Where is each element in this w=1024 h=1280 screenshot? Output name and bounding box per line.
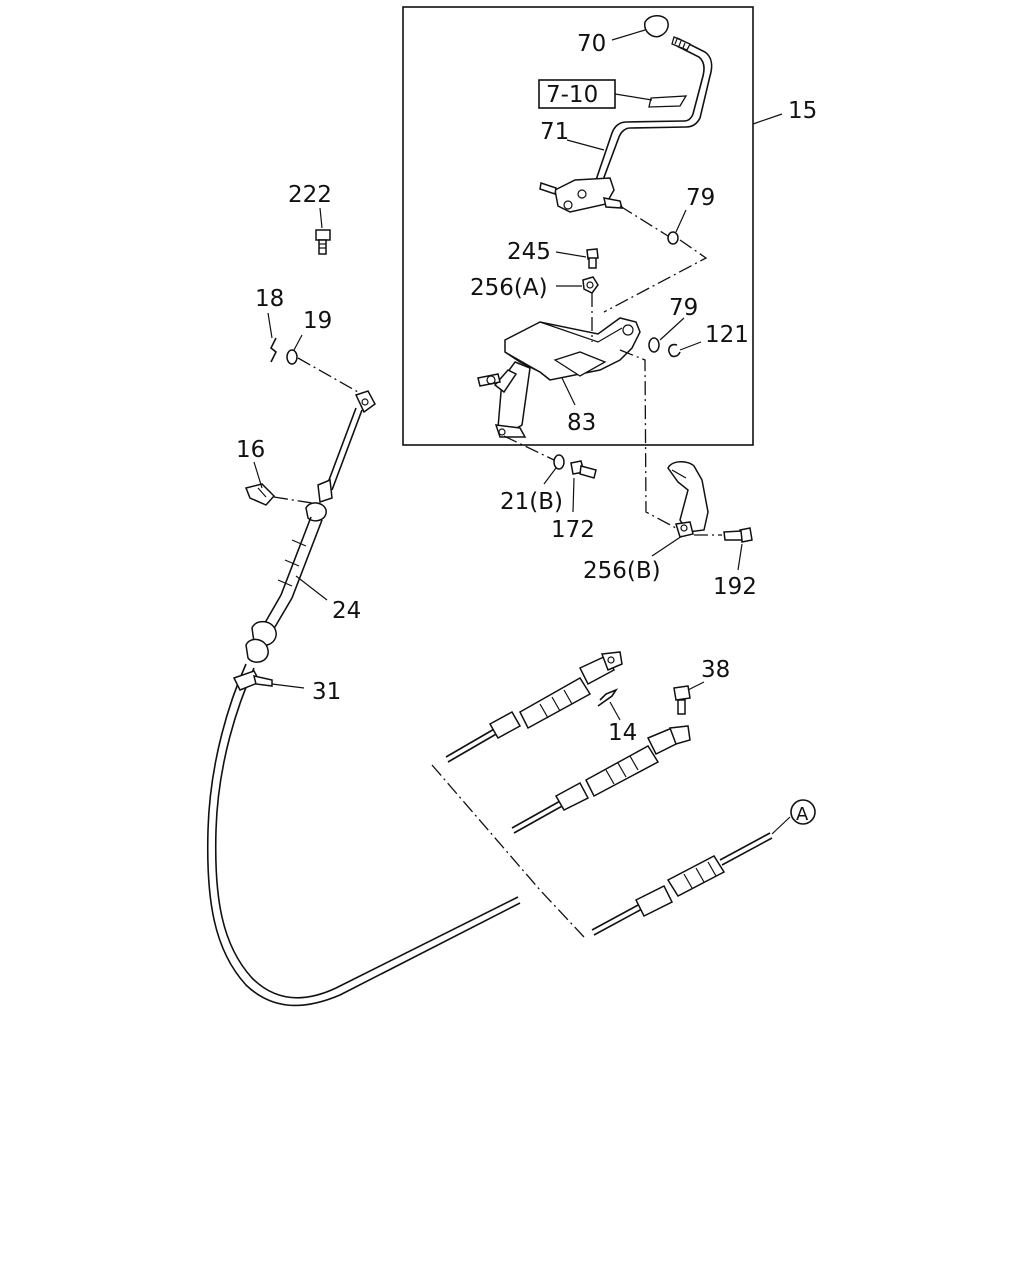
callout-121: 121: [705, 322, 749, 348]
callout-7-10: 7-10: [546, 82, 598, 108]
shift-knob[interactable]: [644, 15, 669, 38]
callout-79-upper: 79: [686, 185, 715, 211]
callout-256a: 256(A): [470, 275, 548, 301]
washer-79-upper[interactable]: [667, 231, 679, 245]
assembly-frame: [402, 6, 754, 446]
bracket-31[interactable]: [232, 670, 273, 691]
leader-lines: [253, 29, 791, 835]
assembly-lines: [273, 205, 722, 938]
callout-24: 24: [332, 598, 361, 624]
callout-19: 19: [303, 308, 332, 334]
reference-circle-a: [790, 799, 816, 825]
callout-256b: 256(B): [583, 558, 661, 584]
bolt-38[interactable]: [673, 685, 691, 715]
bolt-192[interactable]: [723, 527, 753, 543]
cable-end-upper[interactable]: [445, 651, 623, 763]
callout-a: A: [796, 804, 809, 825]
shift-cable-24[interactable]: [206, 390, 521, 1007]
callout-70: 70: [577, 31, 606, 57]
washer-79-lower[interactable]: [648, 337, 660, 353]
bracket-83[interactable]: [477, 317, 641, 438]
callout-18: 18: [255, 286, 284, 312]
callout-labels: 70 7-10 15 71 79 222 245 256(A) 79 121 1…: [236, 31, 817, 825]
cable-end-middle[interactable]: [511, 725, 691, 834]
callout-222: 222: [288, 182, 332, 208]
washer-21b[interactable]: [553, 454, 565, 470]
reference-box-7-10: [538, 79, 688, 109]
clip-16[interactable]: [244, 483, 276, 506]
callout-79-lower: 79: [669, 295, 698, 321]
callout-83: 83: [567, 410, 596, 436]
shift-lever[interactable]: [539, 36, 713, 213]
callout-31: 31: [312, 679, 341, 705]
bushing-256a[interactable]: [582, 276, 599, 294]
clip-14[interactable]: [597, 688, 619, 707]
callout-21b: 21(B): [500, 489, 563, 515]
bolt-245[interactable]: [586, 248, 599, 269]
bolt-172[interactable]: [570, 460, 597, 479]
washer-19[interactable]: [286, 349, 298, 365]
callout-71: 71: [540, 119, 569, 145]
callout-16: 16: [236, 437, 265, 463]
bracket-256b[interactable]: [667, 461, 709, 538]
callout-15: 15: [788, 98, 817, 124]
callout-14: 14: [608, 720, 637, 746]
callout-172: 172: [551, 517, 595, 543]
pin-18[interactable]: [269, 337, 278, 363]
callout-192: 192: [713, 574, 757, 600]
bolt-222[interactable]: [315, 229, 331, 255]
callout-245: 245: [507, 239, 551, 265]
cable-end-lower[interactable]: [591, 832, 773, 936]
callout-38: 38: [701, 657, 730, 683]
clip-121[interactable]: [668, 343, 681, 358]
